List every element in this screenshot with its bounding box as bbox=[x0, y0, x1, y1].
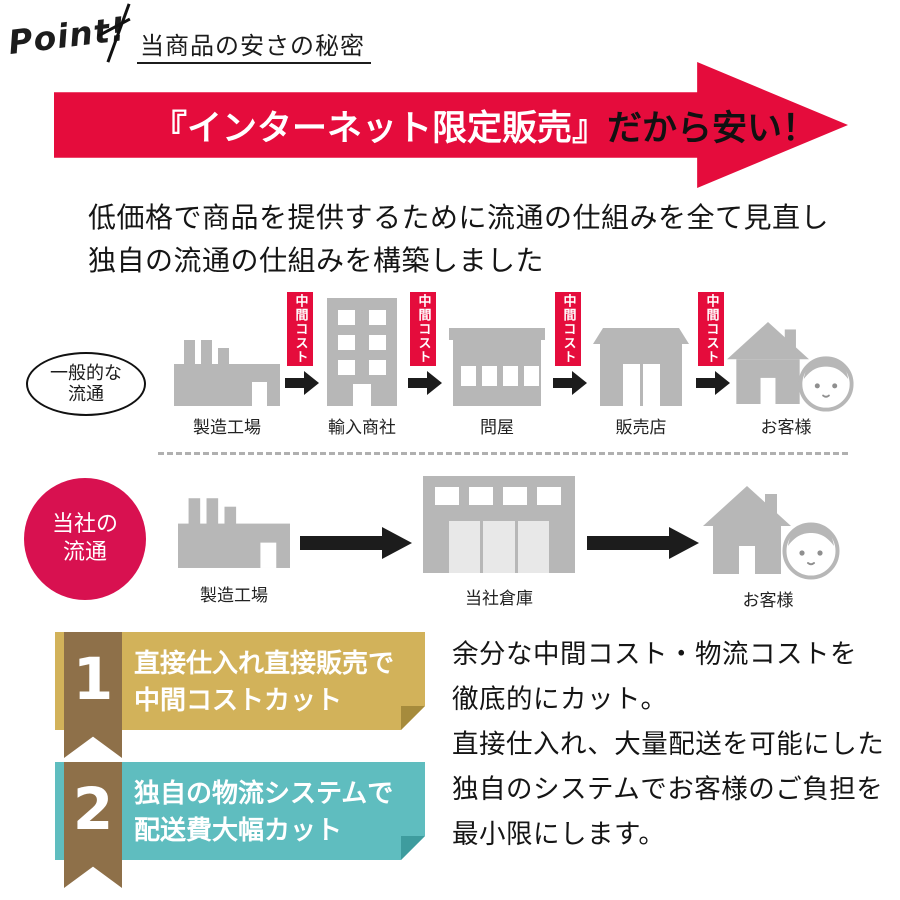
office-building-icon bbox=[327, 298, 397, 406]
right-arrow-icon bbox=[553, 371, 587, 395]
description-line-4: 独自のシステムでお客様のご負担を bbox=[452, 774, 884, 805]
our-flow-badge-line2: 流通 bbox=[62, 540, 107, 565]
intro-line-2: 独自の流通の仕組みを構築しました bbox=[88, 244, 545, 277]
flow-step-label: お客様 bbox=[742, 591, 794, 611]
flow-step-label: 当社倉庫 bbox=[465, 589, 533, 609]
store-icon bbox=[593, 328, 689, 406]
middle-cost-tag: 中間コスト bbox=[287, 292, 313, 366]
banner-highlight-text: 『インターネット限定販売』 bbox=[152, 108, 608, 149]
wholesaler-building-icon bbox=[449, 328, 545, 406]
middle-cost-tag: 中間コスト bbox=[698, 292, 724, 366]
general-flow-badge-line1: 一般的な bbox=[50, 363, 122, 384]
intro-line-1: 低価格で商品を提供するために流通の仕組みを全て見直し bbox=[88, 201, 830, 234]
our-flow-badge: 当社の 流通 bbox=[24, 478, 146, 600]
right-arrow-icon bbox=[408, 371, 442, 395]
banner-arrow: 『インターネット限定販売』 だから安い！ bbox=[54, 62, 848, 188]
factory-icon bbox=[174, 340, 280, 406]
point-1-number: 1 bbox=[72, 645, 114, 713]
customer-face-icon bbox=[782, 522, 840, 580]
description-line-5: 最小限にします。 bbox=[452, 819, 666, 850]
description-text: 余分な中間コスト・物流コストを 徹底的にカット。 直接仕入れ、大量配送を可能にし… bbox=[452, 632, 888, 857]
right-arrow-icon bbox=[285, 371, 319, 395]
flow-step-label: 輸入商社 bbox=[328, 418, 396, 438]
flow-step-label: 製造工場 bbox=[193, 418, 261, 438]
middle-cost-tag: 中間コスト bbox=[410, 292, 436, 366]
dashed-separator bbox=[158, 452, 848, 455]
house-icon bbox=[727, 322, 809, 404]
factory-icon bbox=[178, 498, 290, 568]
middle-cost-tag: 中間コスト bbox=[555, 292, 581, 366]
house-icon bbox=[703, 486, 791, 574]
intro-text: 低価格で商品を提供するために流通の仕組みを全て見直し 独自の流通の仕組みを構築し… bbox=[88, 196, 829, 282]
banner-suffix-text: だから安い！ bbox=[607, 108, 818, 149]
point-1-ribbon: 1 bbox=[64, 632, 122, 758]
general-flow-badge: 一般的な 流通 bbox=[26, 352, 146, 416]
right-arrow-icon bbox=[587, 527, 699, 559]
flow-step-label: 製造工場 bbox=[200, 586, 268, 606]
point-1-line1: 直接仕入れ直接販売で bbox=[134, 649, 395, 679]
general-flow-badge-line2: 流通 bbox=[68, 384, 104, 405]
our-flow-badge-line1: 当社の bbox=[51, 512, 118, 537]
right-arrow-icon bbox=[300, 527, 412, 559]
header-title: 当商品の安さの秘密 bbox=[140, 32, 365, 60]
right-arrow-icon bbox=[696, 371, 730, 395]
customer-face-icon bbox=[798, 356, 854, 412]
description-line-1: 余分な中間コスト・物流コストを bbox=[452, 639, 857, 670]
point-2-text: 独自の物流システムで 配送費大幅カット bbox=[134, 776, 424, 850]
point-2-ribbon: 2 bbox=[64, 762, 122, 888]
header-underline bbox=[137, 62, 371, 64]
point-2-line2: 配送費大幅カット bbox=[134, 816, 343, 846]
flow-step-label: お客様 bbox=[760, 418, 812, 438]
point-1-text: 直接仕入れ直接販売で 中間コストカット bbox=[134, 646, 424, 720]
flow-step-label: 販売店 bbox=[615, 418, 667, 438]
point-2-number: 2 bbox=[72, 775, 114, 843]
description-line-2: 徹底的にカット。 bbox=[452, 684, 668, 715]
point-1-line2: 中間コストカット bbox=[134, 686, 343, 716]
point-2-line1: 独自の物流システムで bbox=[134, 779, 394, 809]
flow-step-label: 問屋 bbox=[480, 418, 514, 438]
description-line-3: 直接仕入れ、大量配送を可能にした bbox=[452, 729, 885, 760]
warehouse-icon bbox=[423, 476, 575, 573]
